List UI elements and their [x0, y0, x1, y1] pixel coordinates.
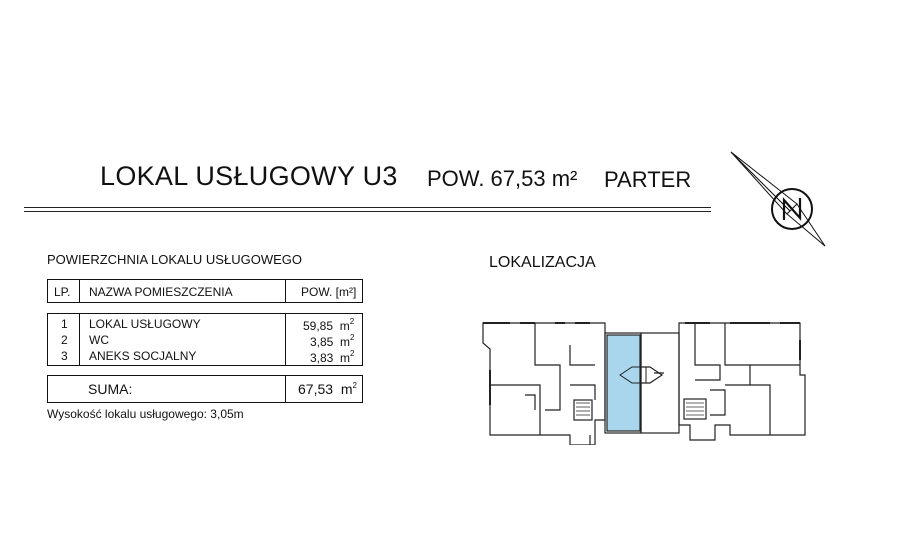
unit-title: LOKAL USŁUGOWY U3	[100, 161, 398, 191]
row-no: 3	[61, 349, 68, 363]
row-area: 3,83 m2	[310, 349, 355, 365]
sum-label: SUMA:	[88, 381, 133, 397]
row-name: LOKAL USŁUGOWY	[89, 317, 201, 331]
row-no: 2	[61, 333, 68, 347]
height-note: Wysokość lokalu usługowego: 3,05m	[47, 407, 244, 421]
row-no: 1	[61, 317, 68, 331]
north-arrow-icon: N	[725, 146, 826, 247]
table-header: LP. NAZWA POMIESZCZENIA POW. [m²]	[47, 279, 363, 303]
col-name-header: NAZWA POMIESZCZENIA	[89, 285, 233, 299]
sum-value: 67,53 m2	[298, 381, 357, 397]
row-area: 59,85 m2	[303, 317, 355, 333]
area-section-heading: POWIERZCHNIA LOKALU USŁUGOWEGO	[47, 252, 302, 267]
table-sum: SUMA: 67,53 m2	[47, 375, 363, 403]
row-name: WC	[89, 333, 109, 347]
unit-area: POW. 67,53 m²	[427, 166, 578, 191]
floor-label: PARTER	[604, 167, 692, 192]
row-area: 3,85 m2	[310, 333, 355, 349]
header-rule	[24, 207, 711, 208]
header-rule-second	[24, 211, 711, 212]
table-body: 1 LOKAL USŁUGOWY 59,85 m2 2 WC 3,85 m2 3…	[47, 313, 363, 366]
location-floor-plan	[482, 322, 806, 445]
north-letter: N	[725, 146, 726, 147]
location-heading: LOKALIZACJA	[489, 254, 596, 271]
col-no-header: LP.	[54, 285, 71, 299]
row-name: ANEKS SOCJALNY	[89, 349, 197, 363]
col-area-header: POW. [m²]	[301, 285, 357, 299]
